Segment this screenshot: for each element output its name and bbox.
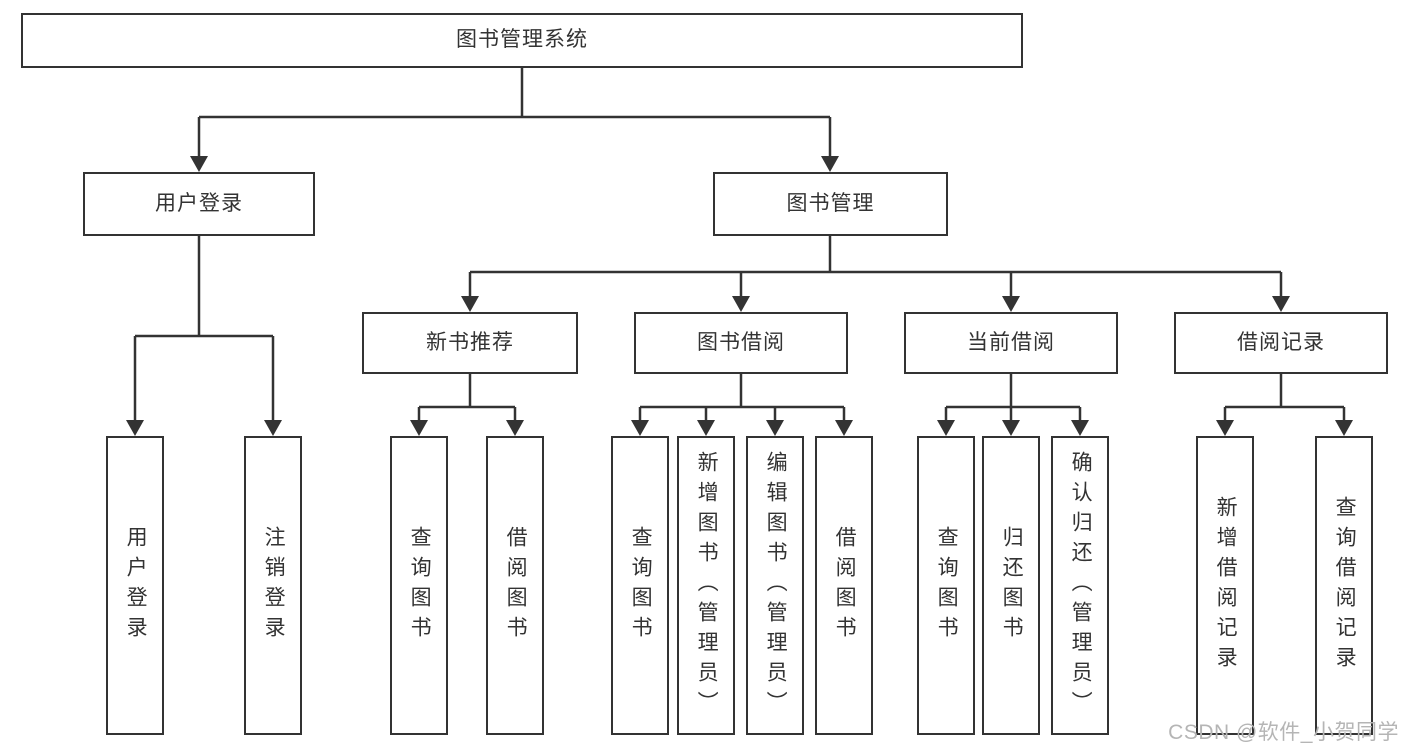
leaf-confirm-return-admin: 确认归还（管理员） [1051,436,1109,735]
node-label: 编辑图书（管理员） [764,450,788,721]
node-label: 当前借阅 [967,330,1055,354]
node-label: 借阅记录 [1237,330,1325,354]
leaf-query-books-borrowing: 查询图书 [611,436,669,735]
node-label: 图书借阅 [697,330,785,354]
node-label: 新书推荐 [426,330,514,354]
node-label: 查询图书 [629,525,653,646]
node-book-management: 图书管理 [713,172,948,236]
csdn-watermark: CSDN @软件_小贺同学 [1168,721,1399,744]
leaf-borrow-books: 借阅图书 [815,436,873,735]
node-label: 确认归还（管理员） [1069,450,1093,721]
node-label: 图书管理 [786,191,875,215]
node-label: 查询借阅记录 [1333,495,1357,676]
node-label: 归还图书 [1000,525,1024,646]
leaf-query-borrow-record: 查询借阅记录 [1315,436,1373,735]
node-label: 借阅图书 [833,525,857,646]
node-user-login: 用户登录 [83,172,315,236]
node-new-book-recommend: 新书推荐 [362,312,578,374]
leaf-logout: 注销登录 [244,436,302,735]
leaf-edit-books-admin: 编辑图书（管理员） [746,436,804,735]
node-book-borrowing: 图书借阅 [634,312,848,374]
node-label: 用户登录 [124,525,148,646]
node-label: 图书管理系统 [456,28,588,52]
node-label: 新增借阅记录 [1214,495,1238,676]
leaf-add-borrow-record: 新增借阅记录 [1196,436,1254,735]
node-label: 借阅图书 [504,525,528,646]
node-label: 用户登录 [155,191,243,215]
node-current-borrowing: 当前借阅 [904,312,1118,374]
leaf-query-books-recommend: 查询图书 [390,436,448,735]
node-label: 查询图书 [935,525,959,646]
leaf-query-books-current: 查询图书 [917,436,975,735]
node-borrow-records: 借阅记录 [1174,312,1388,374]
leaf-borrow-books-recommend: 借阅图书 [486,436,544,735]
node-label: 新增图书（管理员） [695,450,719,721]
node-label: 注销登录 [262,525,286,646]
leaf-user-login: 用户登录 [106,436,164,735]
node-root: 图书管理系统 [21,13,1023,68]
leaf-add-books-admin: 新增图书（管理员） [677,436,735,735]
node-label: 查询图书 [408,525,432,646]
leaf-return-books: 归还图书 [982,436,1040,735]
